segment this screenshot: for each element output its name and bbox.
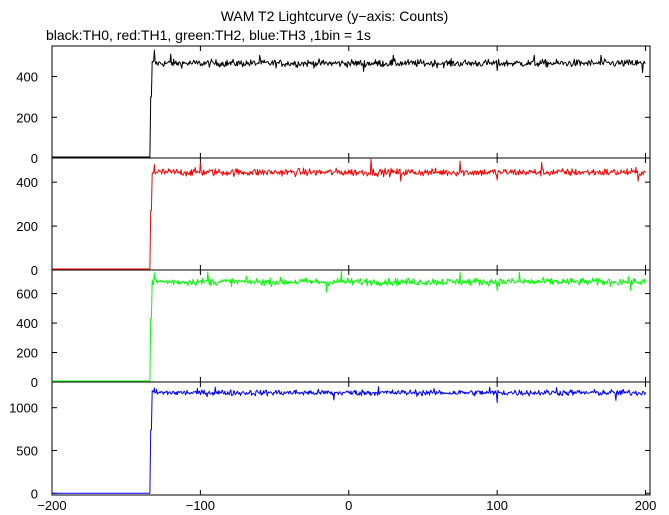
y-tick-label: 0 bbox=[31, 486, 38, 501]
chart-subtitle: black:TH0, red:TH1, green:TH2, blue:TH3 … bbox=[46, 27, 371, 43]
y-tick-label: 400 bbox=[16, 316, 38, 331]
x-tick-label: 100 bbox=[486, 498, 508, 513]
series-line-th2 bbox=[52, 271, 646, 382]
y-tick-label: 400 bbox=[16, 70, 38, 85]
panel-frame bbox=[51, 269, 651, 383]
x-tick-label: −100 bbox=[186, 498, 215, 513]
panel-th0: 0 200 400 bbox=[16, 45, 651, 166]
panel-th2: 0 200 400 600 bbox=[16, 269, 651, 390]
y-tick-label: 500 bbox=[16, 443, 38, 458]
series-line-th1 bbox=[52, 158, 646, 270]
y-tick-label: 0 bbox=[31, 263, 38, 278]
chart-title: WAM T2 Lightcurve (y−axis: Counts) bbox=[220, 8, 449, 24]
y-tick-label: 1000 bbox=[9, 401, 38, 416]
y-tick-label: 400 bbox=[16, 175, 38, 190]
panel-th3: 0 500 1000 bbox=[9, 381, 651, 501]
x-tick-label: −200 bbox=[37, 498, 66, 513]
y-tick-label: 200 bbox=[16, 219, 38, 234]
y-tick-label: 200 bbox=[16, 346, 38, 361]
x-tick-label: 0 bbox=[345, 498, 352, 513]
series-line-th3 bbox=[52, 386, 646, 494]
y-tick-label: 0 bbox=[31, 151, 38, 166]
y-tick-label: 600 bbox=[16, 287, 38, 302]
panel-frame bbox=[51, 381, 651, 496]
series-line-th0 bbox=[52, 49, 646, 158]
y-tick-label: 200 bbox=[16, 110, 38, 125]
x-tick-label: 200 bbox=[635, 498, 657, 513]
panel-th1: 0 200 400 bbox=[16, 157, 651, 278]
y-tick-label: 0 bbox=[31, 375, 38, 390]
